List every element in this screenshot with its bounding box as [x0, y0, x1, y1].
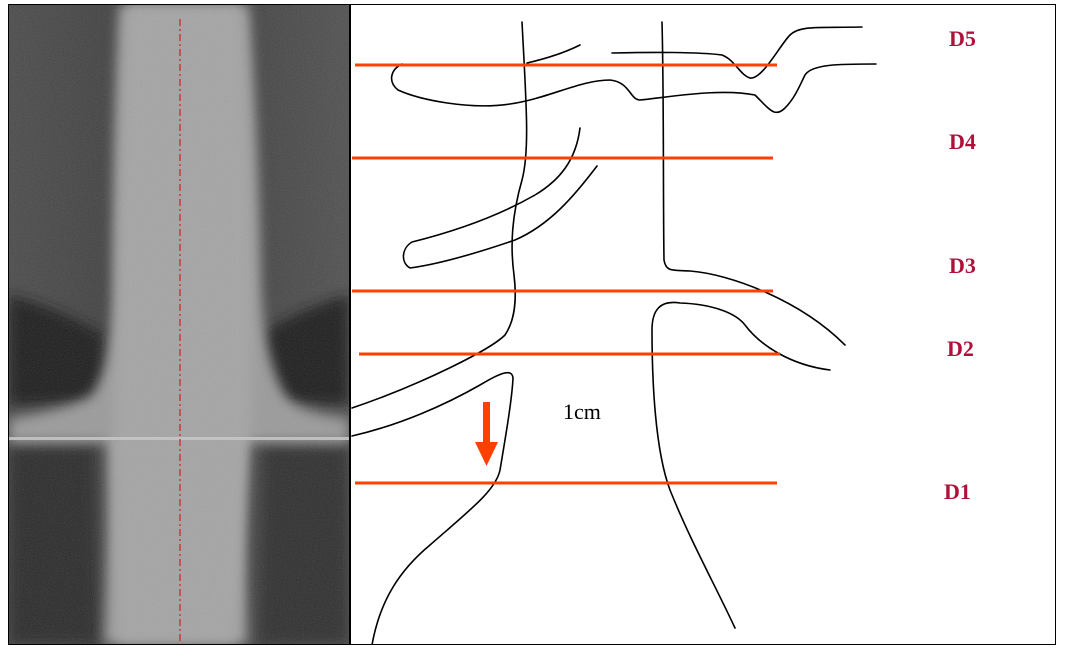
scan-reference-line: [9, 437, 349, 440]
right-wall-contour: [662, 22, 845, 345]
top-branch-contour-1: [527, 45, 580, 63]
level-label-D2: D2: [947, 338, 974, 360]
top-branch-contour-3: [392, 64, 876, 112]
lower-right-contour: [652, 302, 830, 628]
ct-scan-image: [9, 5, 349, 644]
level-label-D1: D1: [944, 481, 971, 503]
scale-label: 1cm: [563, 401, 601, 423]
level-label-D5: D5: [949, 28, 976, 50]
level-label-D4: D4: [949, 131, 976, 153]
level-label-D3: D3: [949, 255, 976, 277]
top-branch-contour-2: [612, 27, 862, 78]
vessel-sketch: [351, 5, 1051, 644]
oblique-branch-contour: [403, 128, 597, 268]
ct-image-panel: [9, 5, 349, 644]
left-wall-contour: [352, 22, 527, 408]
direction-arrow: [475, 402, 498, 466]
